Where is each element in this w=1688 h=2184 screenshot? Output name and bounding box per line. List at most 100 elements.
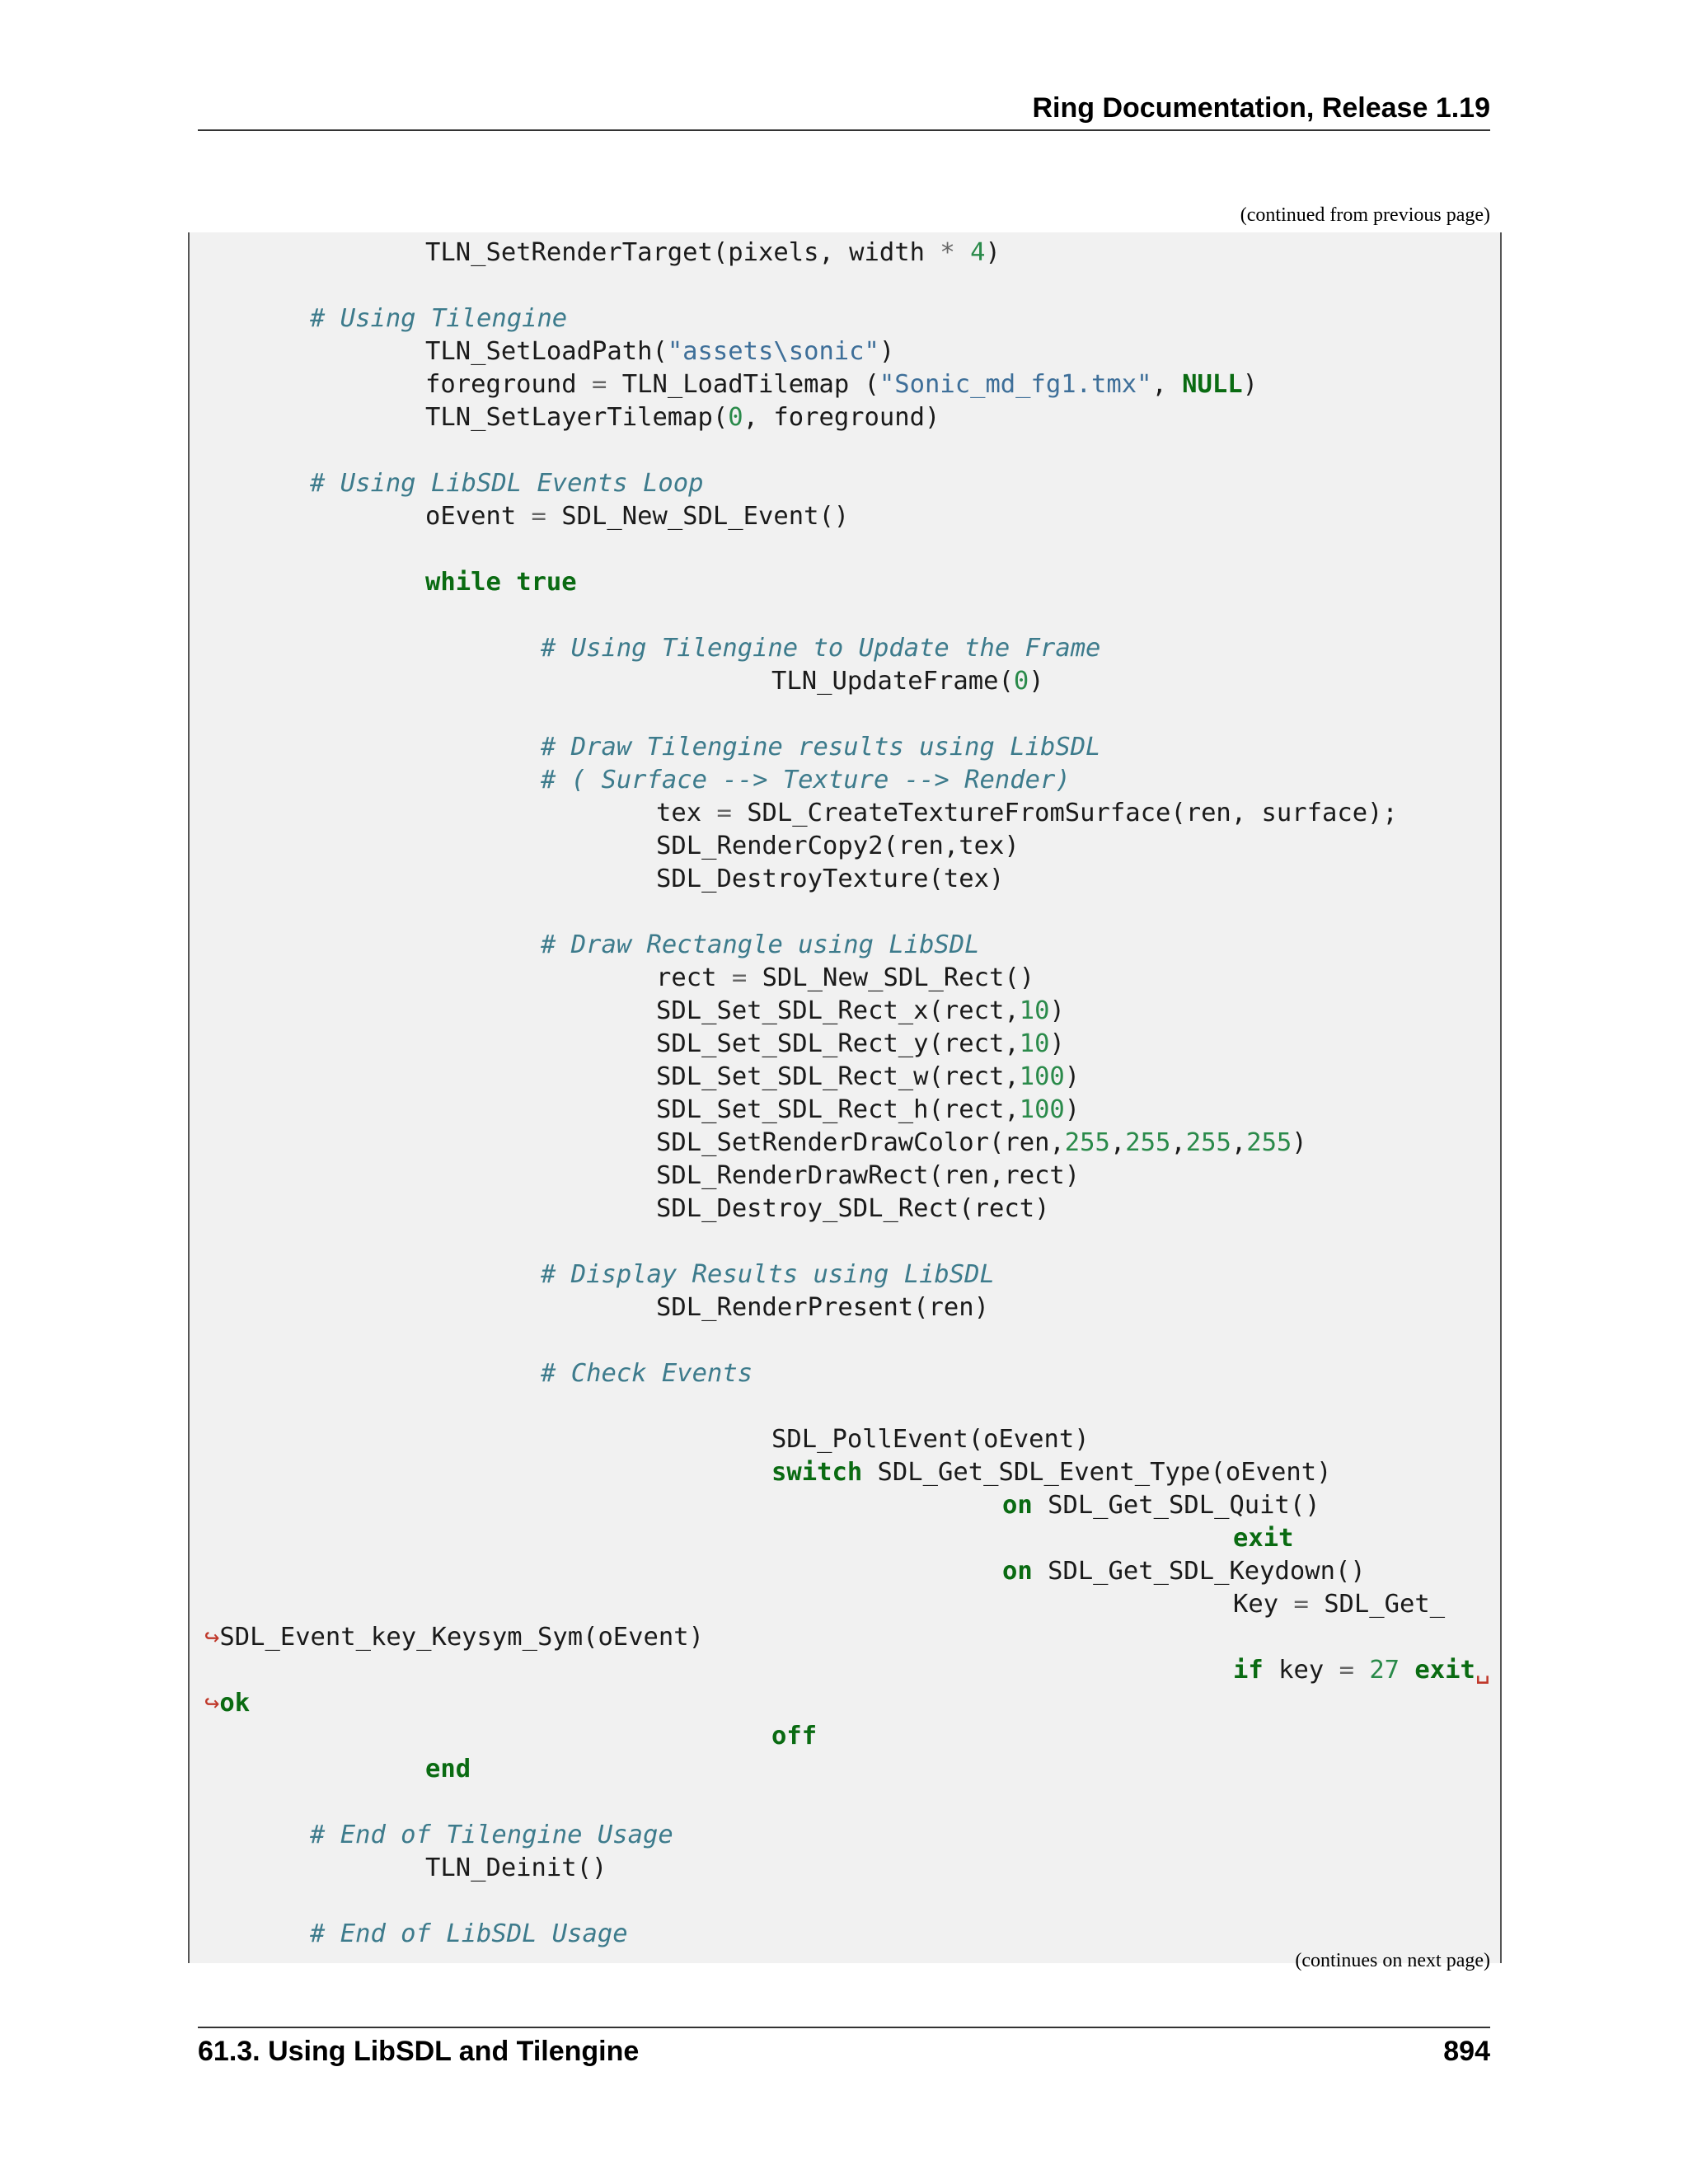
code-token: on [1002, 1557, 1033, 1586]
code-token: SDL_Set_SDL_Rect_y(rect, [656, 1029, 1020, 1058]
code-token: exit [1233, 1524, 1294, 1553]
code-token: # ( Surface --> Texture --> Render) [541, 766, 1071, 794]
code-token: , [1170, 1128, 1186, 1157]
code-token: ) [1064, 1062, 1081, 1091]
code-token [955, 238, 970, 267]
code-line: TLN_SetLoadPath("assets\sonic") [425, 335, 894, 368]
code-token: off [771, 1722, 818, 1750]
header-divider [198, 129, 1490, 131]
code-token: ) [985, 238, 1001, 267]
code-token: ) [1242, 370, 1258, 399]
code-line: # Draw Rectangle using LibSDL [541, 929, 980, 962]
code-line: SDL_Set_SDL_Rect_x(rect,10) [656, 995, 1065, 1028]
code-token: SDL_RenderCopy2(ren,tex) [656, 832, 1020, 860]
code-line: TLN_Deinit() [425, 1852, 607, 1885]
code-line: # Check Events [541, 1357, 753, 1390]
code-token: 27 [1369, 1656, 1400, 1685]
code-token: , [1109, 1128, 1126, 1157]
code-line: # End of LibSDL Usage [310, 1918, 628, 1951]
code-token: TLN_Deinit() [425, 1854, 607, 1882]
code-token: SDL_New_SDL_Event() [546, 502, 850, 531]
code-token: TLN_SetRenderTarget(pixels, width [425, 238, 940, 267]
code-token: SDL_Event_key_Keysym_Sym(oEvent) [219, 1623, 704, 1652]
code-line: SDL_Set_SDL_Rect_h(rect,100) [656, 1094, 1080, 1127]
code-token: SDL_New_SDL_Rect() [747, 963, 1035, 992]
code-token: * [940, 238, 955, 267]
code-token: foreground [425, 370, 592, 399]
code-token: SDL_PollEvent(oEvent) [771, 1425, 1090, 1454]
code-token: SDL_RenderDrawRect(ren,rect) [656, 1161, 1081, 1190]
code-token: switch [771, 1458, 863, 1487]
running-header-title: Ring Documentation, Release 1.19 [1032, 92, 1491, 124]
code-token: key [1263, 1656, 1339, 1685]
code-token: = [531, 502, 546, 531]
code-line: exit [1233, 1522, 1293, 1555]
code-token: ) [1049, 1029, 1065, 1058]
code-line: # Draw Tilengine results using LibSDL [541, 731, 1100, 764]
code-token: SDL_Get_SDL_Event_Type(oEvent) [862, 1458, 1332, 1487]
code-token: # Using Tilengine [310, 304, 568, 333]
code-token: 100 [1019, 1095, 1065, 1124]
continued-from-note: (continued from previous page) [1240, 204, 1490, 226]
code-token: ↪ [204, 1689, 220, 1718]
code-line: rect = SDL_New_SDL_Rect() [656, 962, 1034, 995]
code-line: SDL_RenderCopy2(ren,tex) [656, 830, 1020, 863]
footer-section-title: 61.3. Using LibSDL and Tilengine [198, 2036, 640, 2067]
code-token: = [1293, 1590, 1309, 1619]
code-token: , foreground) [743, 403, 940, 432]
code-token: end [425, 1755, 471, 1783]
code-token: 10 [1019, 996, 1050, 1025]
code-line: off [771, 1720, 817, 1753]
code-line: switch SDL_Get_SDL_Event_Type(oEvent) [771, 1456, 1331, 1489]
code-line: on SDL_Get_SDL_Quit() [1002, 1489, 1320, 1522]
code-token: ) [1029, 667, 1044, 696]
code-line: if key = 27 exit␣ [1233, 1654, 1490, 1687]
code-token: 255 [1125, 1128, 1171, 1157]
code-block: TLN_SetRenderTarget(pixels, width * 4) # … [188, 232, 1502, 1963]
code-token: , [1231, 1128, 1247, 1157]
code-token: ) [1064, 1095, 1081, 1124]
code-token: SDL_Get_SDL_Quit() [1032, 1491, 1320, 1520]
code-token: on [1002, 1491, 1033, 1520]
code-token: true [516, 568, 577, 597]
code-token: = [1339, 1656, 1354, 1685]
code-line: foreground = TLN_LoadTilemap ("Sonic_md_… [425, 368, 1258, 401]
code-line: ↪ok [204, 1687, 250, 1720]
code-line: SDL_PollEvent(oEvent) [771, 1423, 1090, 1456]
code-token: # End of Tilengine Usage [310, 1821, 673, 1849]
code-line: while true [425, 566, 577, 599]
code-token: SDL_CreateTextureFromSurface(ren, surfac… [731, 799, 1398, 827]
code-token: , [1151, 370, 1183, 399]
code-token: 0 [1013, 667, 1029, 696]
code-token: = [592, 370, 607, 399]
code-token: exit [1414, 1656, 1475, 1685]
code-token: 4 [970, 238, 986, 267]
code-token: 0 [728, 403, 743, 432]
code-line: Key = SDL_Get_ [1233, 1588, 1445, 1621]
code-token: 10 [1019, 1029, 1050, 1058]
code-token: TLN_UpdateFrame( [771, 667, 1014, 696]
code-token: 100 [1019, 1062, 1065, 1091]
code-line: SDL_Destroy_SDL_Rect(rect) [656, 1193, 1049, 1226]
code-token: # End of LibSDL Usage [310, 1919, 628, 1948]
code-line: end [425, 1753, 471, 1786]
code-token: # Using LibSDL Events Loop [310, 469, 704, 498]
code-token: SDL_Set_SDL_Rect_w(rect, [656, 1062, 1020, 1091]
code-token: 255 [1064, 1128, 1110, 1157]
code-token: ) [879, 337, 895, 366]
code-token: SDL_Destroy_SDL_Rect(rect) [656, 1194, 1050, 1223]
code-token: SDL_Get_SDL_Keydown() [1032, 1557, 1366, 1586]
code-line: TLN_SetLayerTilemap(0, foreground) [425, 401, 940, 434]
code-token: TLN_LoadTilemap ( [607, 370, 879, 399]
footer-divider [198, 2027, 1490, 2028]
code-token: # Using Tilengine to Update the Frame [541, 634, 1101, 663]
code-line: # Using Tilengine to Update the Frame [541, 632, 1100, 665]
code-token: 255 [1185, 1128, 1231, 1157]
code-token: "assets\sonic" [667, 337, 879, 366]
code-line: TLN_UpdateFrame(0) [771, 665, 1044, 698]
code-token: # Draw Rectangle using LibSDL [541, 930, 980, 959]
code-token: oEvent [425, 502, 532, 531]
code-token: TLN_SetLayerTilemap( [425, 403, 729, 432]
code-token [501, 568, 516, 597]
code-line: SDL_RenderDrawRect(ren,rect) [656, 1160, 1080, 1193]
